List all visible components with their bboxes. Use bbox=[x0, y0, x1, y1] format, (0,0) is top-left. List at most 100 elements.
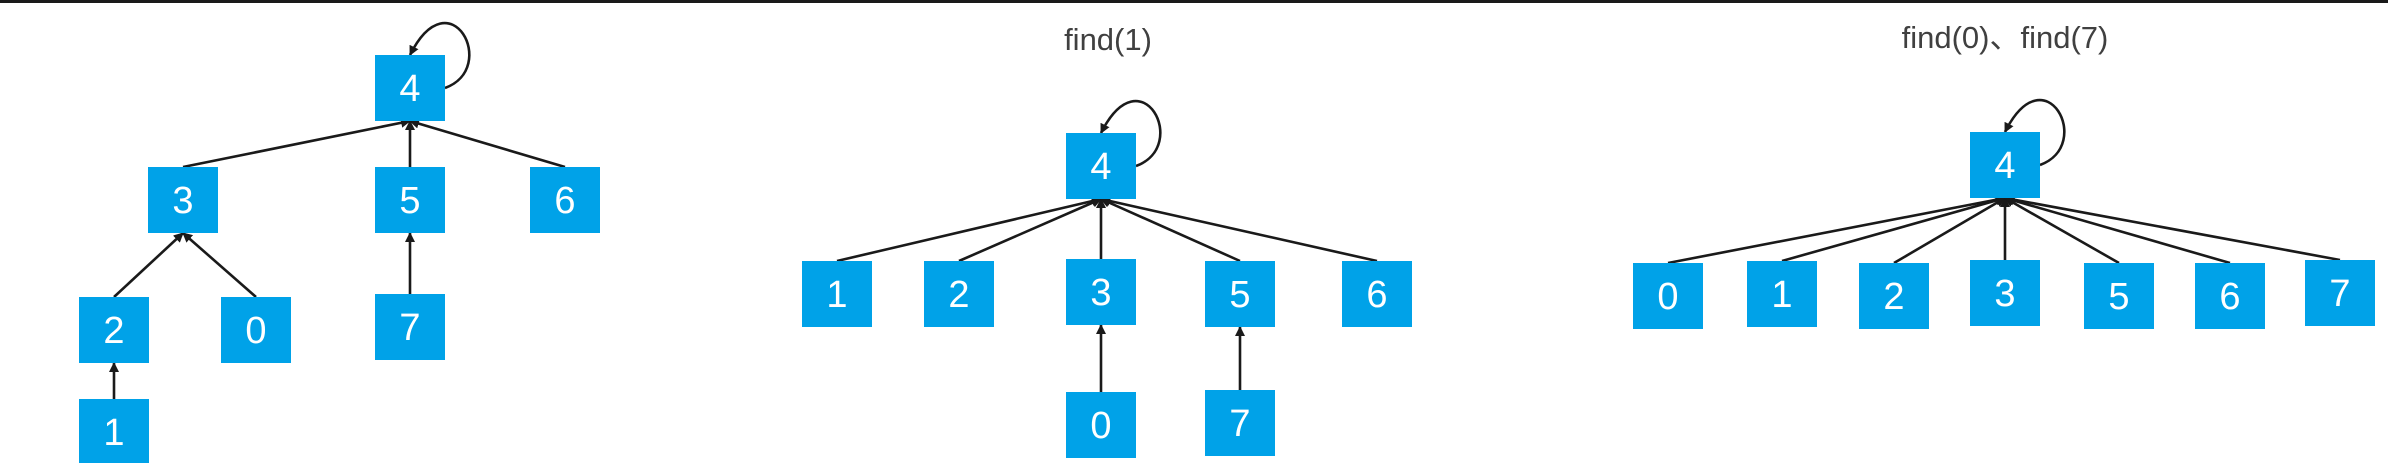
node-4: 4 bbox=[375, 55, 445, 121]
root-self-loop bbox=[408, 21, 471, 90]
panel-1-nodes: 4 3 5 6 2 0 7 1 bbox=[79, 55, 600, 463]
node-label: 4 bbox=[1994, 145, 2015, 187]
edge-2-to-4 bbox=[1893, 196, 2006, 265]
node-7: 7 bbox=[375, 294, 445, 360]
node-label: 0 bbox=[245, 310, 266, 352]
panel-2: find(1) 4 1 2 3 5 6 0 7 bbox=[802, 22, 1412, 458]
edge-1-to-4 bbox=[836, 196, 1102, 263]
node-label: 6 bbox=[554, 180, 575, 222]
edge-2-to-3 bbox=[113, 232, 184, 298]
node-box bbox=[221, 297, 291, 363]
edge-1-to-4 bbox=[1781, 195, 2006, 263]
node-3: 3 bbox=[1970, 260, 2040, 326]
root-self-loop bbox=[1099, 99, 1162, 168]
node-box bbox=[375, 294, 445, 360]
node-box bbox=[1066, 133, 1136, 199]
node-box bbox=[1342, 261, 1412, 327]
node-0: 0 bbox=[1066, 392, 1136, 458]
node-1: 1 bbox=[1747, 261, 1817, 327]
node-box bbox=[79, 297, 149, 363]
node-label: 7 bbox=[399, 307, 420, 349]
edge-6-to-4 bbox=[409, 118, 566, 169]
panel-2-nodes: 4 1 2 3 5 6 0 7 bbox=[802, 133, 1412, 458]
node-box bbox=[79, 399, 149, 463]
node-7: 7 bbox=[2305, 260, 2375, 326]
node-1: 1 bbox=[802, 261, 872, 327]
node-box bbox=[1205, 261, 1275, 327]
node-label: 7 bbox=[1229, 403, 1250, 445]
node-box bbox=[1205, 390, 1275, 456]
node-5: 5 bbox=[375, 167, 445, 233]
node-label: 6 bbox=[2219, 276, 2240, 318]
edge-0-to-4 bbox=[1667, 194, 2006, 265]
edge-6-to-4 bbox=[1100, 196, 1378, 263]
node-box bbox=[924, 261, 994, 327]
edge-5-to-4 bbox=[2004, 196, 2120, 265]
node-4: 4 bbox=[1970, 132, 2040, 198]
edge-7-to-4 bbox=[2004, 194, 2341, 262]
node-5: 5 bbox=[1205, 261, 1275, 327]
node-label: 3 bbox=[172, 180, 193, 222]
edge-6-to-4 bbox=[2004, 195, 2231, 265]
top-border bbox=[0, 0, 2388, 3]
node-label: 7 bbox=[2329, 273, 2350, 315]
node-label: 6 bbox=[1366, 274, 1387, 316]
node-box bbox=[375, 55, 445, 121]
node-5: 5 bbox=[2084, 263, 2154, 329]
panel-3-edges bbox=[1667, 98, 2341, 265]
node-box bbox=[148, 167, 218, 233]
node-1: 1 bbox=[79, 399, 149, 463]
node-box bbox=[1747, 261, 1817, 327]
node-6: 6 bbox=[2195, 263, 2265, 329]
node-label: 4 bbox=[1090, 146, 1111, 188]
node-label: 5 bbox=[2108, 276, 2129, 318]
node-box bbox=[1970, 260, 2040, 326]
edge-3-to-4 bbox=[182, 117, 411, 169]
node-box bbox=[2084, 263, 2154, 329]
node-box bbox=[1633, 263, 1703, 329]
node-0: 0 bbox=[1633, 263, 1703, 329]
node-6: 6 bbox=[530, 167, 600, 233]
node-7: 7 bbox=[1205, 390, 1275, 456]
node-box bbox=[1859, 263, 1929, 329]
panel-1-edges bbox=[109, 21, 566, 399]
root-self-loop bbox=[2003, 98, 2066, 167]
panel-3-nodes: 4 0 1 2 3 5 6 7 bbox=[1633, 132, 2375, 329]
node-label: 1 bbox=[103, 412, 124, 454]
node-box bbox=[2195, 263, 2265, 329]
panel-3-caption: find(0)、find(7) bbox=[1902, 20, 2109, 55]
node-label: 4 bbox=[399, 68, 420, 110]
node-box bbox=[802, 261, 872, 327]
panel-3: find(0)、find(7) 4 0 1 2 3 5 6 7 bbox=[1633, 20, 2375, 329]
node-2: 2 bbox=[924, 261, 994, 327]
node-label: 3 bbox=[1090, 272, 1111, 314]
node-4: 4 bbox=[1066, 133, 1136, 199]
node-2: 2 bbox=[1859, 263, 1929, 329]
node-label: 2 bbox=[948, 274, 969, 316]
node-label: 3 bbox=[1994, 273, 2015, 315]
panel-2-caption: find(1) bbox=[1064, 22, 1152, 57]
node-box bbox=[1066, 392, 1136, 458]
edge-5-to-4 bbox=[1100, 197, 1241, 263]
node-0: 0 bbox=[221, 297, 291, 363]
node-label: 2 bbox=[1883, 276, 1904, 318]
node-6: 6 bbox=[1342, 261, 1412, 327]
edge-0-to-3 bbox=[182, 232, 257, 298]
node-label: 2 bbox=[103, 310, 124, 352]
node-2: 2 bbox=[79, 297, 149, 363]
panel-2-edges bbox=[836, 99, 1378, 392]
node-label: 5 bbox=[399, 180, 420, 222]
node-label: 0 bbox=[1657, 276, 1678, 318]
node-label: 1 bbox=[826, 274, 847, 316]
node-box bbox=[1970, 132, 2040, 198]
node-box bbox=[1066, 259, 1136, 325]
node-3: 3 bbox=[148, 167, 218, 233]
edge-2-to-4 bbox=[958, 197, 1102, 263]
node-label: 1 bbox=[1771, 274, 1792, 316]
node-box bbox=[375, 167, 445, 233]
node-label: 5 bbox=[1229, 274, 1250, 316]
node-3: 3 bbox=[1066, 259, 1136, 325]
panel-1: 4 3 5 6 2 0 7 1 bbox=[79, 21, 600, 463]
